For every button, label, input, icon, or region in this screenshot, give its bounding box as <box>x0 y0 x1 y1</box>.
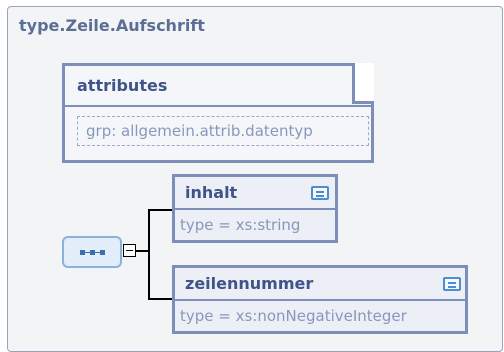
attributes-corner-notch <box>352 63 374 104</box>
sequence-connector <box>84 252 94 253</box>
attribute-group-ref[interactable]: grp: allgemein.attrib.datentyp <box>77 116 369 146</box>
element-inhalt[interactable]: inhalt type = xs:string <box>172 174 338 243</box>
element-divider <box>175 208 335 210</box>
connector-line <box>136 250 149 252</box>
connector-line <box>148 298 173 300</box>
element-name: inhalt <box>185 183 238 202</box>
element-type: type = xs:string <box>180 216 301 234</box>
sequence-icon[interactable] <box>62 236 122 268</box>
sequence-dot <box>100 250 105 255</box>
connector-line <box>148 209 173 211</box>
sequence-dot <box>80 250 85 255</box>
element-name: zeilennummer <box>185 274 314 293</box>
attributes-box[interactable]: attributes grp: allgemein.attrib.datenty… <box>62 63 374 163</box>
sequence-connector <box>93 252 103 253</box>
sequence-dot <box>90 250 95 255</box>
documentation-icon[interactable] <box>443 277 461 291</box>
element-divider <box>175 299 465 301</box>
documentation-icon[interactable] <box>311 186 329 200</box>
element-type: type = xs:nonNegativeInteger <box>180 307 407 325</box>
type-name: type.Zeile.Aufschrift <box>19 16 205 35</box>
element-zeilennummer[interactable]: zeilennummer type = xs:nonNegativeIntege… <box>172 265 468 334</box>
collapse-minus-icon[interactable] <box>123 244 136 257</box>
connector-line <box>148 209 150 300</box>
attributes-divider <box>65 105 371 107</box>
attributes-title: attributes <box>77 76 168 95</box>
